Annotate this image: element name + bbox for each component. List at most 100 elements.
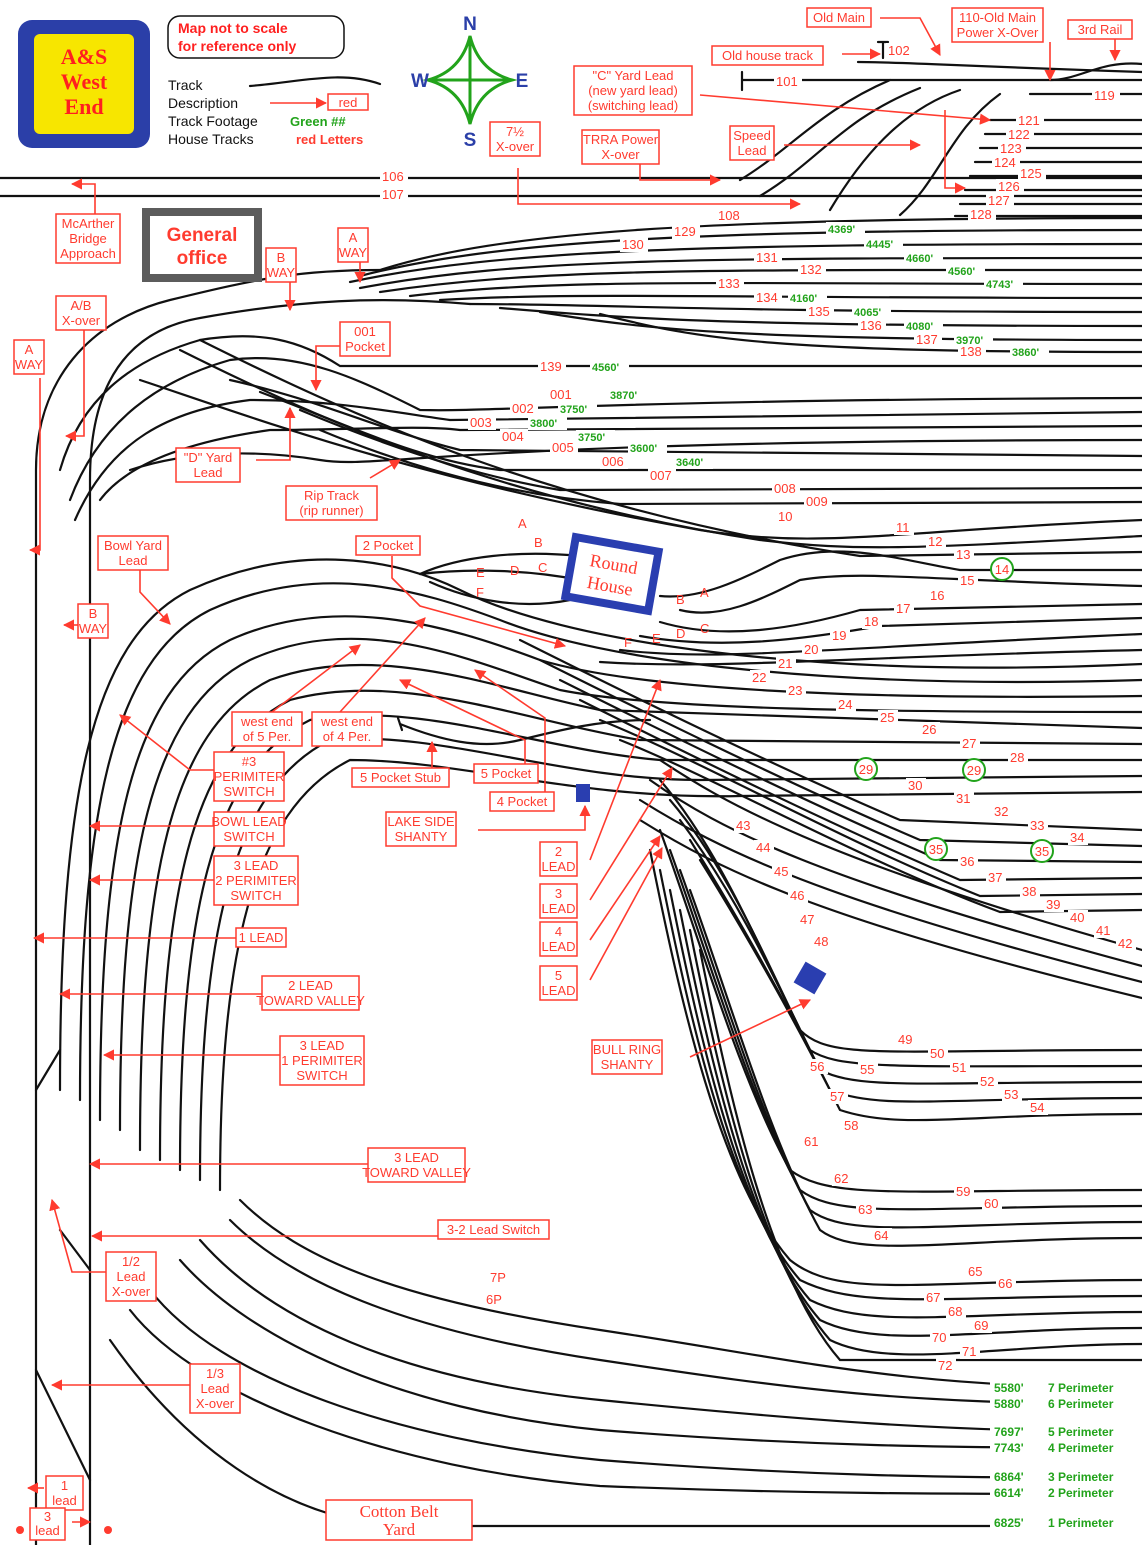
- track-number: 134: [754, 290, 782, 305]
- house-letter: F: [624, 635, 632, 650]
- label-lead-2-valley-line: 2 LEAD: [288, 978, 333, 993]
- label-a-way-top-line: WAY: [339, 245, 367, 260]
- track-number: 15: [958, 573, 978, 588]
- signal-icon: [16, 1526, 24, 1534]
- title-line-3: End: [64, 94, 103, 119]
- title-line-1: A&S: [61, 44, 107, 69]
- label-lead-3-line: 3: [555, 886, 562, 901]
- perimeter-label: 6614'2 Perimeter: [990, 1485, 1142, 1500]
- label-mcarther-line: Approach: [60, 246, 116, 261]
- track-number-text: 008: [774, 481, 796, 496]
- track-number: 46: [788, 888, 808, 903]
- circled-number-text: 14: [995, 562, 1009, 577]
- perimeter-footage: 7697': [994, 1425, 1024, 1439]
- perimeter-name: 7 Perimeter: [1048, 1381, 1114, 1395]
- track-number-text: 46: [790, 888, 804, 903]
- label-c-yard-lead-line: (new yard lead): [588, 83, 678, 98]
- label-lead-4-line: 4: [555, 924, 562, 939]
- track-number: 59: [954, 1184, 974, 1199]
- track-footage-text: 3800': [530, 418, 557, 430]
- label-bowl-lead-switch-line: SWITCH: [223, 829, 274, 844]
- track-number-text: 007: [650, 468, 672, 483]
- track-number: 108: [716, 208, 744, 223]
- track-number-text: 20: [804, 642, 818, 657]
- perimeter-label: 7743'4 Perimeter: [990, 1440, 1142, 1455]
- track-number: 124: [992, 155, 1020, 170]
- track-number-text: 119: [1094, 88, 1115, 103]
- track-number-text: 125: [1020, 166, 1042, 181]
- track-number: 37: [986, 870, 1006, 885]
- label-seven-half-line: 7½: [506, 124, 524, 139]
- track-number-text: 003: [470, 415, 492, 430]
- track-number: 13: [954, 547, 974, 562]
- track-footage: 3750': [576, 430, 615, 444]
- track-number-text: 121: [1018, 113, 1040, 128]
- label-c-yard-lead: "C" Yard Lead(new yard lead)(switching l…: [573, 65, 693, 116]
- label-third-lead-xover-line: X-over: [196, 1396, 235, 1411]
- label-c-yard-lead-line: "C" Yard Lead: [592, 68, 673, 83]
- track-number: 133: [716, 276, 744, 291]
- track-footage: 4560': [590, 360, 629, 374]
- track-footage: 3970': [954, 333, 993, 347]
- label-third-lead-xover-line: Lead: [201, 1381, 230, 1396]
- cotton-belt-yard: Cotton Belt Yard: [325, 1499, 473, 1541]
- track-number: 12: [926, 534, 946, 549]
- track-number: 009: [804, 494, 832, 509]
- label-third-lead-xover-line: 1/3: [206, 1366, 224, 1381]
- track-number-text: 56: [810, 1059, 824, 1074]
- track-number: 130: [620, 237, 648, 252]
- track-number-text: 70: [932, 1330, 946, 1345]
- label-ab-xover: A/BX-over: [55, 295, 107, 331]
- track-number: 11: [894, 520, 914, 535]
- track-number: 40: [1068, 910, 1088, 925]
- track-number: 26: [920, 722, 940, 737]
- track-number: 001: [548, 387, 576, 402]
- track-number: 45: [772, 864, 792, 879]
- circled-track-number: 29: [854, 757, 878, 781]
- track-number-text: 68: [948, 1304, 962, 1319]
- house-letter: E: [652, 631, 661, 646]
- house-letter: B: [534, 535, 543, 550]
- track-number-text: 67: [926, 1290, 940, 1305]
- label-old-main-xover-line: 110-Old Main: [959, 10, 1036, 25]
- label-pocket-001-line: 001: [354, 324, 376, 339]
- perimeter-label: 6864'3 Perimeter: [990, 1469, 1142, 1484]
- track-number-text: 132: [800, 262, 822, 277]
- track-number: 18: [862, 614, 882, 629]
- label-lead-4-line: LEAD: [542, 939, 576, 954]
- label-two-pocket-line: 2 Pocket: [363, 538, 414, 553]
- track-number: 22: [750, 670, 770, 685]
- track-number-text: 52: [980, 1074, 994, 1089]
- legend-description-label: Description: [168, 95, 238, 111]
- perimeter-footage: 5880': [994, 1397, 1024, 1411]
- track-footage-text: 4065': [854, 307, 881, 319]
- scale-note-line-1: Map not to scale: [178, 20, 288, 36]
- label-bowl-yard-line: Bowl Yard: [104, 538, 162, 553]
- track-number: 21: [776, 656, 796, 671]
- roundhouse-tracks: [418, 550, 1142, 666]
- label-seven-half-line: X-over: [496, 139, 535, 154]
- track-number-text: 53: [1004, 1087, 1018, 1102]
- track-number-text: 47: [800, 912, 814, 927]
- circled-number-text: 35: [1035, 844, 1049, 859]
- track-number: 69: [972, 1318, 992, 1333]
- track-number-text: 42: [1118, 936, 1132, 951]
- track-number-text: 63: [858, 1202, 872, 1217]
- lake-side-shanty-marker: [576, 784, 590, 802]
- track-number: 36: [958, 854, 978, 869]
- track-number-text: 108: [718, 208, 740, 223]
